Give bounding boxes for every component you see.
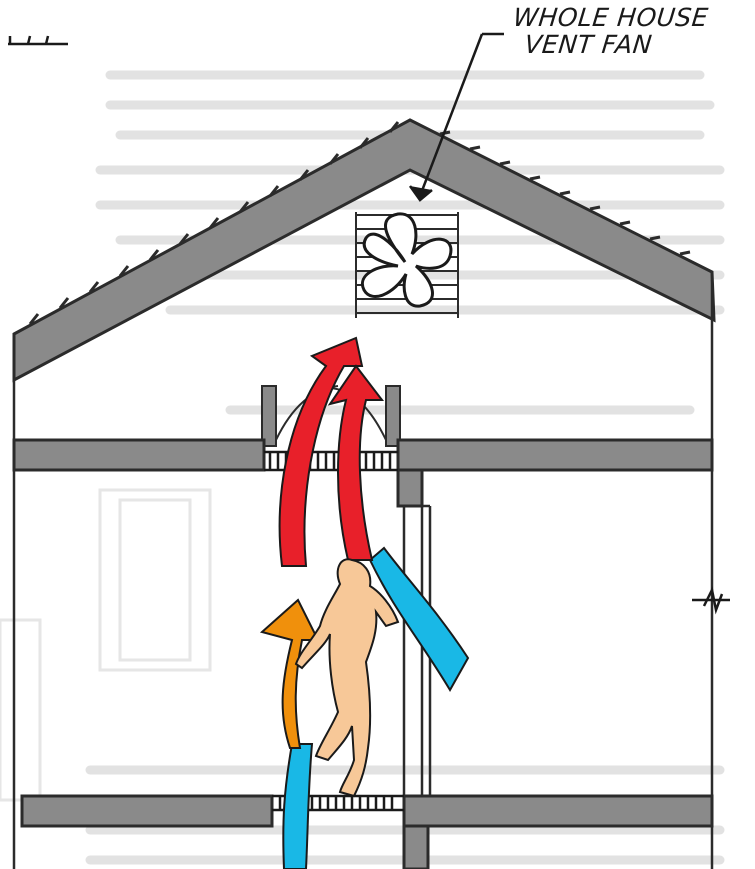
roof — [14, 120, 714, 380]
fan-callout-label: WHOLE HOUSE VENT FAN — [509, 4, 755, 58]
warm-air-arrow — [262, 600, 318, 748]
cool-air-arrow-lower — [283, 744, 312, 869]
callout-line-1: WHOLE HOUSE — [512, 4, 755, 31]
fan-blade-icon — [362, 214, 451, 306]
ceiling-slab — [14, 440, 712, 506]
scale-bar — [8, 36, 68, 44]
callout-line-2: VENT FAN — [509, 31, 752, 58]
background-bleed-sketch — [0, 490, 210, 800]
